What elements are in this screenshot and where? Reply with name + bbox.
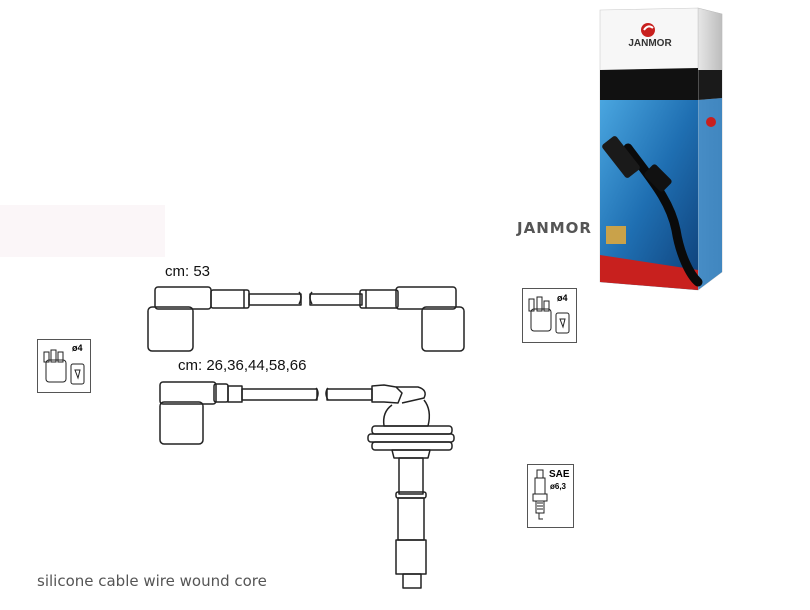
distributor-right-diameter-label: ø4 <box>557 293 568 303</box>
top-cable-length-label: cm: 53 <box>165 263 211 280</box>
brand-name: JANMOR <box>517 219 592 237</box>
distributor-cap-icon-drawing <box>43 349 85 385</box>
distributor-cap-icon-right: ø4 <box>522 288 577 343</box>
spark-plug-icon-drawing <box>532 469 548 520</box>
background-patch <box>0 205 165 257</box>
bottom-right-long-boot <box>326 384 455 589</box>
spark-plug-standard-label: SAE <box>549 469 570 480</box>
distributor-diameter-label: ø4 <box>72 343 83 353</box>
spark-plug-diameter-label: ø6,3 <box>550 482 567 491</box>
bottom-left-boot <box>159 381 318 445</box>
distributor-cap-icon-right-drawing <box>528 296 570 334</box>
spark-plug-icon: SAE ø6,3 <box>527 464 574 528</box>
box-logo-text: JANMOR <box>628 38 672 49</box>
distributor-cap-icon: ø4 <box>37 339 91 393</box>
top-left-boot <box>147 286 302 352</box>
top-right-boot <box>309 286 465 352</box>
bottom-cable-length-label: cm: 26,36,44,58,66 <box>178 357 307 374</box>
product-caption: silicone cable wire wound core <box>37 572 267 590</box>
